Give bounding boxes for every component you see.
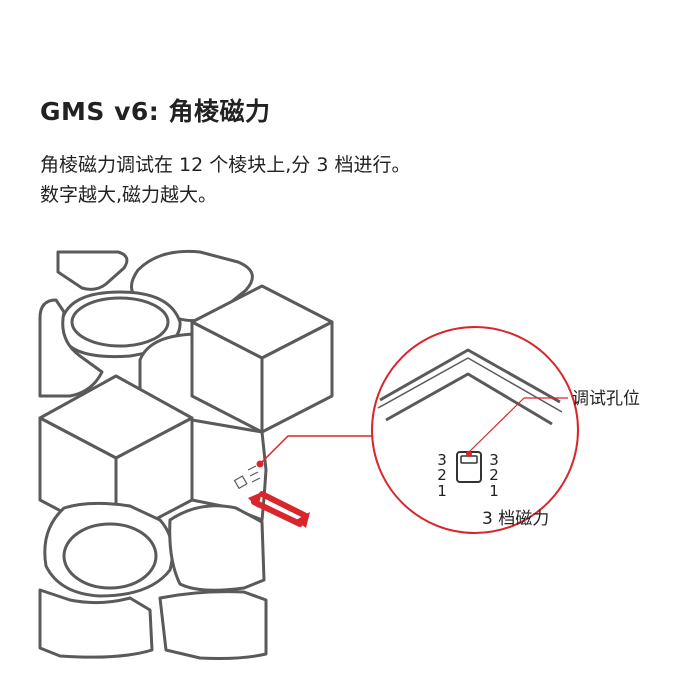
front-center-cap bbox=[62, 522, 158, 590]
scale-right-1: 1 bbox=[489, 482, 499, 500]
description-line-2: 数字越大,磁力越大。 bbox=[40, 184, 218, 206]
callout-hole-label: 调试孔位 bbox=[572, 389, 640, 409]
front-piece-bottom-right bbox=[158, 590, 268, 660]
page-title: GMS v6: 角棱磁力 bbox=[40, 97, 271, 126]
scale-left-3: 3 bbox=[437, 451, 447, 469]
adjust-arrows-icon bbox=[248, 491, 310, 528]
description-line-1: 角棱磁力调试在 12 个棱块上,分 3 档进行。 bbox=[40, 154, 411, 176]
description: 角棱磁力调试在 12 个棱块上,分 3 档进行。 数字越大,磁力越大。 bbox=[40, 150, 410, 210]
corner-cube-right bbox=[260, 320, 334, 434]
zoom-edge bbox=[377, 348, 563, 426]
engraved-marker-icon bbox=[233, 465, 261, 490]
callout-dot bbox=[466, 451, 472, 457]
pointer-line bbox=[259, 435, 372, 465]
cube-piece-left bbox=[38, 298, 104, 398]
front-piece-right bbox=[168, 504, 266, 592]
scale-left-2: 2 bbox=[437, 466, 447, 484]
callout-levels-label: 3 档磁力 bbox=[482, 509, 549, 529]
scale-right-3: 3 bbox=[489, 451, 499, 469]
scale-left-1: 1 bbox=[437, 482, 447, 500]
front-piece-bottom-left bbox=[38, 588, 154, 659]
scale-right-2: 2 bbox=[489, 466, 499, 484]
center-cap bbox=[70, 296, 170, 348]
zoom-circle bbox=[371, 326, 579, 534]
cube-piece-top-left bbox=[56, 250, 129, 291]
